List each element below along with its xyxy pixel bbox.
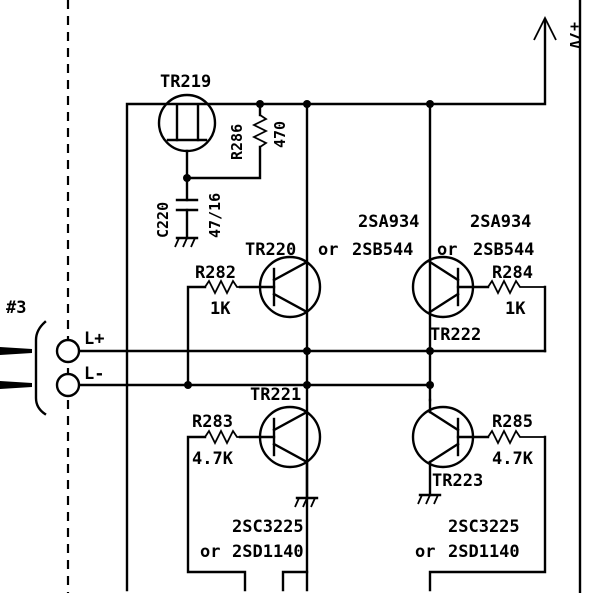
r282-value: 1K xyxy=(210,299,231,319)
c220-ground-icon xyxy=(174,236,199,248)
tr221-ground-icon xyxy=(294,496,319,508)
r283-value: 4.7K xyxy=(192,449,234,469)
tr221-alt-part: 2SD1140 xyxy=(232,542,304,562)
r285-value: 4.7K xyxy=(492,449,534,469)
r282-resistor-symbol xyxy=(186,278,240,387)
c220-label: C220 xyxy=(154,202,172,238)
junction-dots xyxy=(183,100,434,389)
tr223-part-number: 2SC3225 xyxy=(448,517,520,537)
r284-resistor-symbol xyxy=(487,278,547,353)
middle-or-text: or xyxy=(318,240,338,260)
supply-voltage-label: +7V xyxy=(566,22,584,49)
supply-rail xyxy=(125,0,582,593)
tr221-label: TR221 xyxy=(250,385,301,405)
r286-label: R286 xyxy=(228,124,246,160)
r283-resistor-symbol xyxy=(186,428,309,592)
tr219-transistor-symbol xyxy=(157,93,217,180)
r282-label: R282 xyxy=(195,263,236,283)
connector-id-label: #3 xyxy=(6,298,26,318)
r286-value: 470 xyxy=(271,121,289,148)
connector-pin-plus-label: L+ xyxy=(84,329,104,349)
tr222-part-number: 2SA934 xyxy=(470,212,531,232)
tr223-transistor-symbol xyxy=(411,398,490,497)
tr219-label: TR219 xyxy=(160,72,211,92)
r285-label: R285 xyxy=(492,412,533,432)
tr221-part-number: 2SC3225 xyxy=(232,517,304,537)
tr221-transistor-symbol xyxy=(238,405,322,500)
r284-value: 1K xyxy=(505,299,526,319)
tr223-label: TR223 xyxy=(432,471,483,491)
c220-capacitor-symbol xyxy=(175,176,199,240)
tr222-alt-part: 2SB544 xyxy=(473,240,534,260)
r284-label: R284 xyxy=(492,263,533,283)
tr222-transistor-symbol xyxy=(411,255,490,319)
tr220-alt-part: 2SB544 xyxy=(352,240,413,260)
r283-label: R283 xyxy=(192,412,233,432)
tr223-ground-icon xyxy=(417,493,442,505)
tr220-transistor-symbol xyxy=(238,255,322,319)
c220-value: 47/16 xyxy=(206,193,224,238)
tr220-part-number: 2SA934 xyxy=(358,212,419,232)
r285-resistor-symbol xyxy=(428,428,547,592)
connector-pin-minus-label: L- xyxy=(84,364,104,384)
connector-3-symbol xyxy=(0,320,81,416)
tr222-or-text: or xyxy=(437,240,457,260)
tr221-or-text: or xyxy=(200,542,220,562)
tr223-or-text: or xyxy=(415,542,435,562)
tr222-label: TR222 xyxy=(430,325,481,345)
tr223-alt-part: 2SD1140 xyxy=(448,542,520,562)
tr220-label: TR220 xyxy=(245,240,296,260)
